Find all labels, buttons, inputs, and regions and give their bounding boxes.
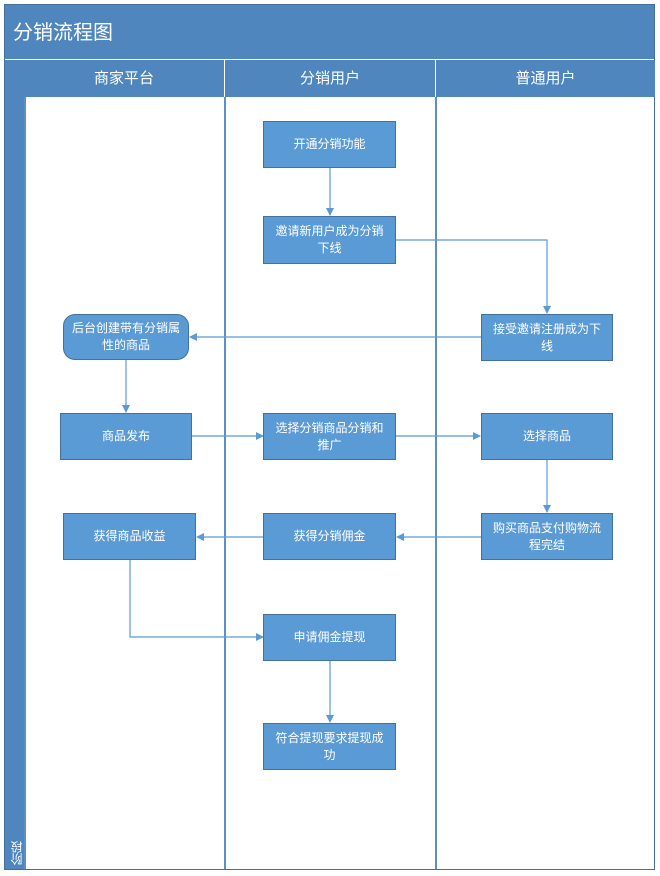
node-apply-withdraw: 申请佣金提现 — [263, 614, 396, 661]
diagram-title: 分销流程图 — [5, 5, 654, 59]
node-select-product: 选择商品 — [481, 413, 613, 460]
node-withdraw-success: 符合提现要求提现成功 — [263, 723, 396, 770]
lane-divider-1 — [224, 97, 226, 869]
stage-column: 阶段 — [5, 60, 24, 869]
node-purchase-pay: 购买商品支付购物流程完结 — [481, 513, 613, 560]
node-get-revenue: 获得商品收益 — [63, 513, 196, 560]
lane-header-distributor: 分销用户 — [225, 60, 436, 97]
edge-revenue-to-withdraw — [129, 560, 264, 641]
node-accept-invite: 接受邀请注册成为下线 — [481, 314, 613, 361]
lane-divider-2 — [435, 97, 437, 869]
node-open-distribution: 开通分销功能 — [263, 121, 396, 168]
node-invite-new-user: 邀请新用户成为分销下线 — [263, 216, 396, 264]
lane-divider-left — [24, 97, 26, 869]
edge-invite-to-accept — [396, 239, 551, 314]
node-get-commission: 获得分销佣金 — [263, 513, 396, 560]
lane-header-user: 普通用户 — [436, 60, 655, 97]
lane-header-merchant: 商家平台 — [24, 60, 225, 97]
node-create-product: 后台创建带有分销属性的商品 — [63, 314, 189, 360]
node-select-promote: 选择分销商品分销和推广 — [263, 413, 396, 460]
node-publish-product: 商品发布 — [60, 413, 192, 460]
